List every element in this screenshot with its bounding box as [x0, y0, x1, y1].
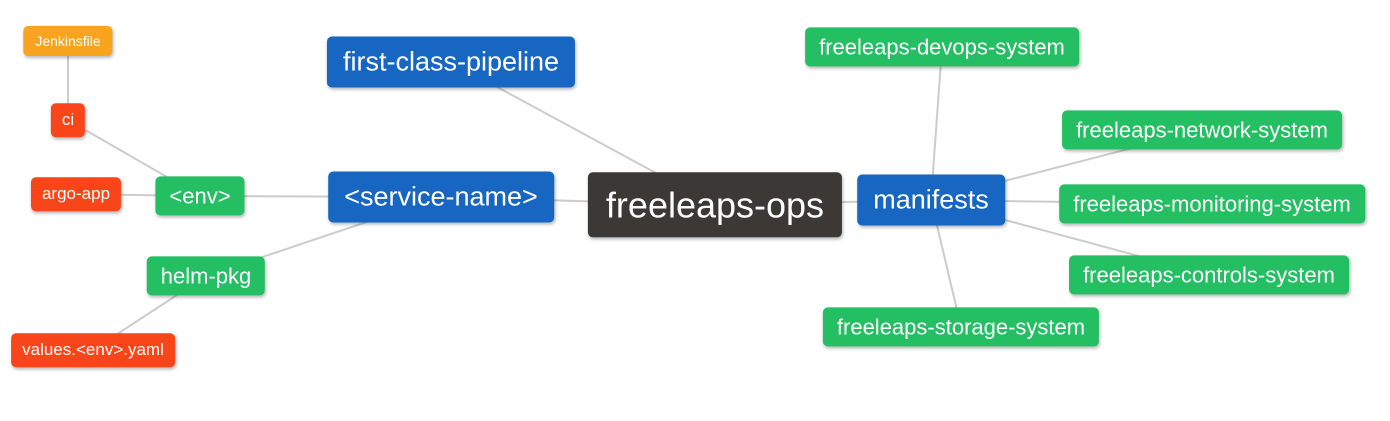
node-helm-pkg[interactable]: helm-pkg	[146, 256, 266, 296]
node-manifests[interactable]: manifests	[857, 174, 1005, 226]
node-ci[interactable]: ci	[50, 103, 86, 137]
node-values-env-yaml[interactable]: values.<env>.yaml	[11, 333, 175, 367]
node-first-class-pipeline[interactable]: first-class-pipeline	[326, 36, 576, 88]
node-env[interactable]: <env>	[155, 176, 245, 216]
node-argo-app[interactable]: argo-app	[30, 177, 122, 211]
node-freeleaps-network-system[interactable]: freeleaps-network-system	[1062, 110, 1342, 150]
node-service-name[interactable]: <service-name>	[328, 171, 554, 223]
node-freeleaps-monitoring-system[interactable]: freeleaps-monitoring-system	[1059, 184, 1365, 224]
node-freeleaps-controls-system[interactable]: freeleaps-controls-system	[1069, 255, 1349, 295]
node-freeleaps-ops[interactable]: freeleaps-ops	[587, 172, 843, 238]
node-freeleaps-storage-system[interactable]: freeleaps-storage-system	[822, 307, 1100, 347]
node-jenkinsfile[interactable]: Jenkinsfile	[23, 25, 113, 57]
node-freeleaps-devops-system[interactable]: freeleaps-devops-system	[805, 27, 1079, 67]
